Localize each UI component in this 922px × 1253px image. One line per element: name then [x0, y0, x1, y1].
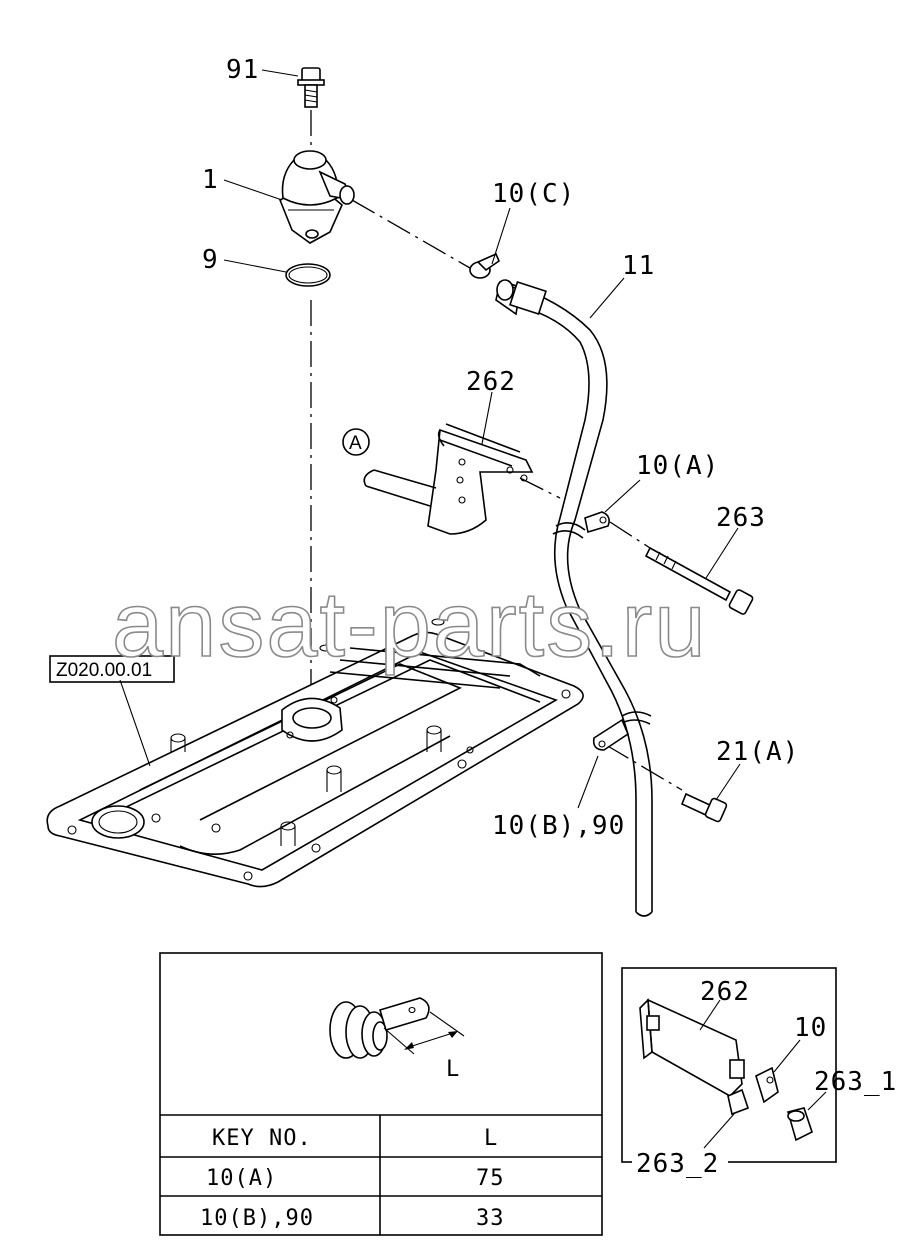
- callout-263: 263: [716, 503, 766, 533]
- callout-21a: 21(A): [716, 737, 799, 767]
- callout-9: 9: [202, 245, 219, 275]
- leader-lines: [119, 69, 741, 809]
- table-header-l: L: [484, 1126, 498, 1151]
- reference-box: [49, 655, 175, 683]
- callout-10a: 10(A): [636, 451, 719, 481]
- callout-1: 1: [202, 165, 219, 195]
- centerline-bolt-21a: [605, 744, 683, 791]
- inset-callout-262: 262: [700, 977, 750, 1007]
- inset-callout-263-1: 263_1: [814, 1067, 897, 1097]
- table-header-key: KEY NO.: [212, 1126, 312, 1151]
- clamp-detail-panel: L KEY NO. L 10(A) 75 10(B),90 33: [159, 952, 603, 1236]
- callout-262: 262: [466, 367, 516, 397]
- watermark: ansat-parts.ru: [112, 574, 708, 676]
- centerline-bracket: [519, 477, 561, 499]
- clamp-10c: [469, 252, 500, 279]
- o-ring-part-9: [285, 263, 331, 287]
- table-row-2-value: 33: [476, 1206, 505, 1231]
- callout-10b-90: 10(B),90: [492, 811, 625, 841]
- inset-callout-263-2: 263_2: [636, 1149, 719, 1179]
- callout-91: 91: [226, 55, 259, 85]
- valve-cover: [46, 618, 584, 888]
- bolt-263: [644, 546, 754, 615]
- callout-a-circle: [342, 428, 370, 456]
- callout-a: A: [349, 433, 362, 454]
- bolt-21a: [680, 792, 728, 823]
- table-row-1-value: 75: [476, 1166, 505, 1191]
- breather-part-1: [278, 150, 355, 244]
- table-row-1-key: 10(A): [206, 1166, 277, 1191]
- clamp-illustration: [329, 997, 465, 1059]
- table-row-2-key: 10(B),90: [200, 1206, 314, 1231]
- bracket-part-262: [363, 423, 534, 535]
- centerline-hose: [351, 199, 471, 269]
- inset-callout-10: 10: [794, 1013, 827, 1043]
- inset-panel: 262 10 263_1 263_2: [621, 967, 897, 1179]
- clamp-10b: [592, 718, 629, 751]
- bolt-91: [297, 67, 325, 108]
- centerline-bolt-263: [609, 521, 651, 549]
- clamp-10a: [584, 511, 610, 534]
- callout-10c: 10(C): [492, 179, 575, 209]
- reference-label: Z020.00.01: [56, 660, 152, 681]
- hose-part-11: [495, 279, 653, 917]
- callout-11: 11: [622, 251, 655, 281]
- dimension-l: L: [446, 1057, 460, 1082]
